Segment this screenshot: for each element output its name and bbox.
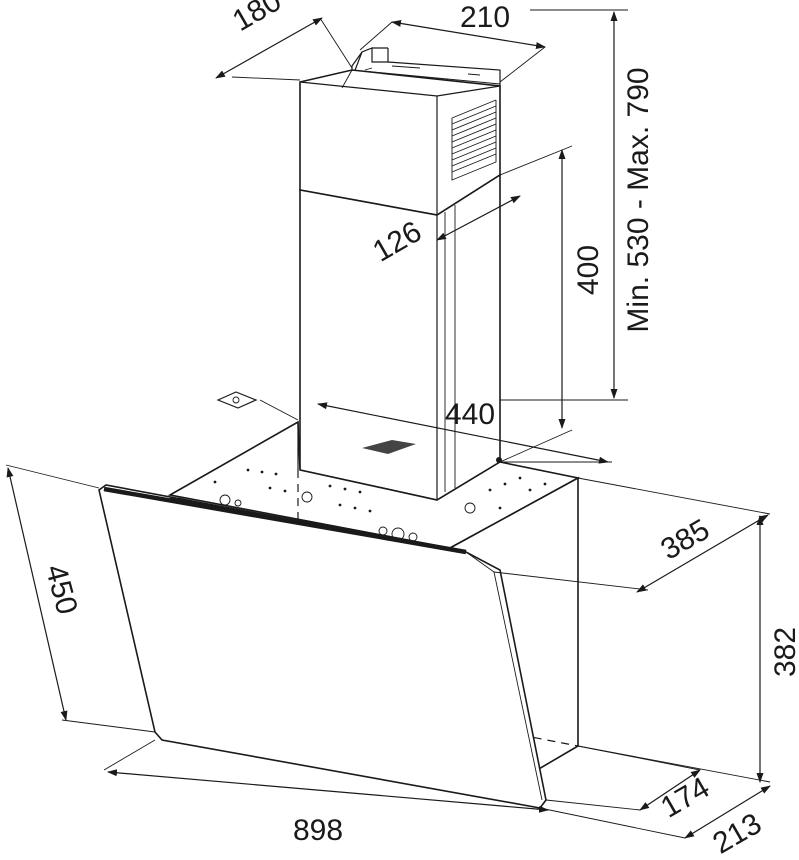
wall-bracket [216, 391, 258, 409]
dim-label-chimney-height-range: Min. 530 - Max. 790 [622, 67, 655, 332]
dim-label-total-depth: 213 [707, 807, 767, 860]
mounting-holes [213, 468, 547, 542]
dim-label-chimney-depth: 180 [227, 0, 287, 38]
dim-label-body-depth: 385 [655, 513, 715, 567]
dim-label-total-width: 898 [293, 814, 343, 847]
dim-label-glass-height: 450 [39, 561, 84, 618]
vent-slots [451, 99, 497, 181]
dim-label-mount-width: 440 [445, 398, 495, 431]
dim-label-lower-chimney-height: 400 [572, 245, 605, 295]
dim-label-lower-depth: 174 [655, 771, 715, 825]
dim-label-chimney-width: 210 [460, 1, 510, 34]
chimney [299, 47, 502, 501]
dimension-lines [5, 9, 771, 839]
hood-body [98, 420, 581, 809]
dim-label-body-height: 382 [769, 627, 799, 677]
